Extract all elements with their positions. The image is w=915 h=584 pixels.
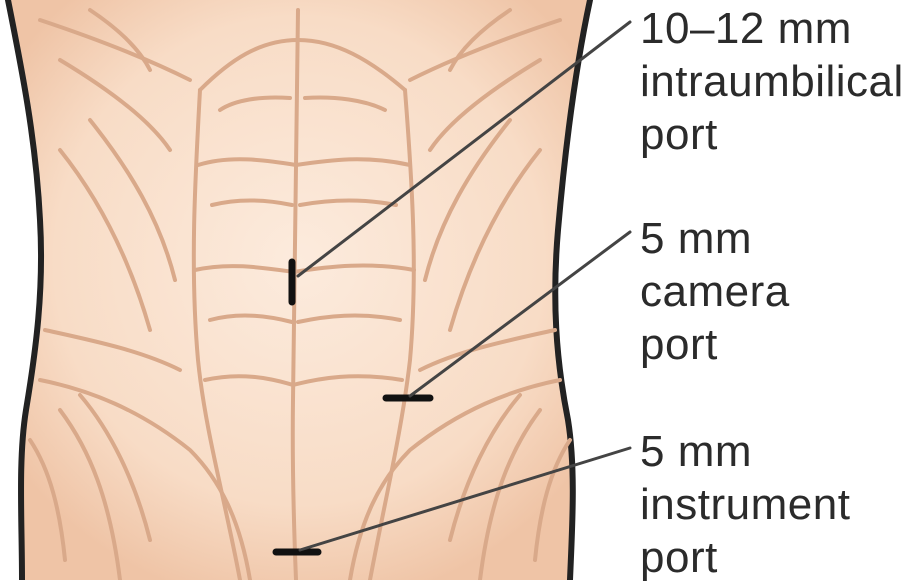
intraumbilical-size-text: 10–12 mm xyxy=(640,2,904,55)
camera-name-text: camera xyxy=(640,265,790,318)
camera-size-text: 5 mm xyxy=(640,212,790,265)
camera-port-text: port xyxy=(640,318,790,371)
instrument-name-text: instrument xyxy=(640,478,850,531)
instrument-port-text: port xyxy=(640,531,850,584)
intraumbilical-port-text: port xyxy=(640,108,904,161)
intraumbilical-port-label: 10–12 mm intraumbilical port xyxy=(640,2,904,161)
camera-port-label: 5 mm camera port xyxy=(640,212,790,371)
instrument-port-label: 5 mm instrument port xyxy=(640,425,850,584)
instrument-size-text: 5 mm xyxy=(640,425,850,478)
intraumbilical-name-text: intraumbilical xyxy=(640,55,904,108)
